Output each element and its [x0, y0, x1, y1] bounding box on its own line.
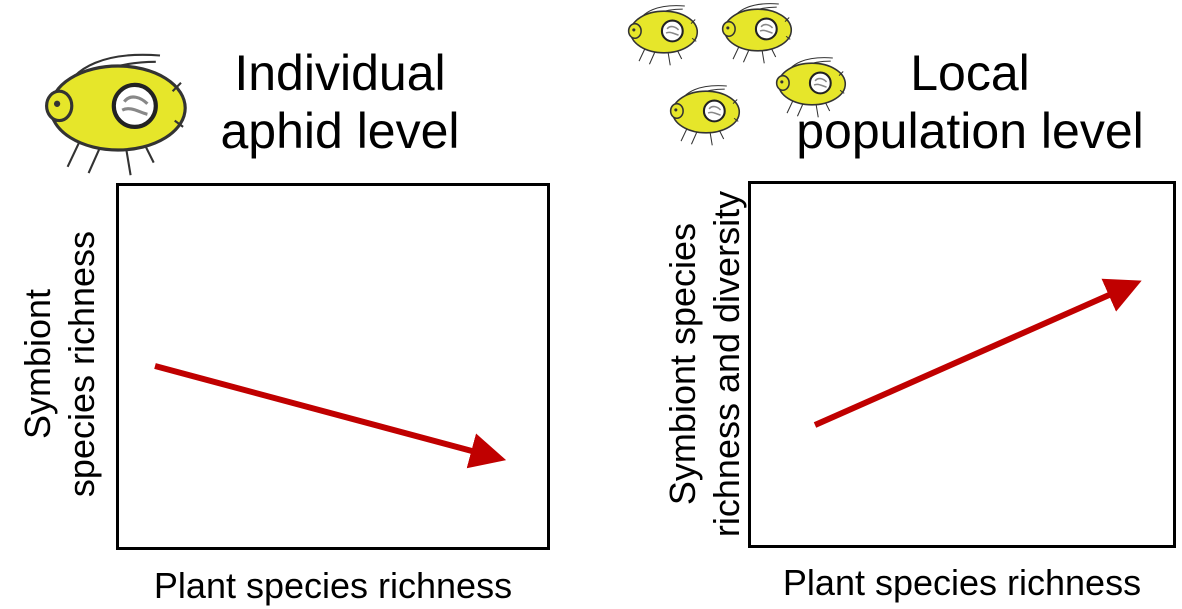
decreasing-trend-arrow: [154, 363, 507, 469]
left-title-line2: aphid level: [220, 103, 460, 159]
increasing-trend-arrow: [813, 278, 1142, 428]
right-title-line1: Local: [910, 45, 1030, 101]
left-x-axis-label: Plant species richness: [153, 565, 513, 606]
aphid-icon: [775, 56, 847, 119]
right-plot-frame: [748, 181, 1176, 548]
right-panel-title: Local population level: [760, 44, 1180, 160]
aphid-icon: [669, 84, 741, 147]
aphid-icon: [721, 2, 793, 65]
aphid-icon: [627, 4, 699, 67]
right-title-line2: population level: [796, 103, 1144, 159]
right-x-axis-label: Plant species richness: [782, 562, 1142, 603]
aphid-icon: [47, 55, 186, 175]
left-panel-title: Individual aphid level: [180, 44, 500, 160]
left-plot-frame: [116, 183, 550, 550]
left-title-line1: Individual: [234, 45, 446, 101]
